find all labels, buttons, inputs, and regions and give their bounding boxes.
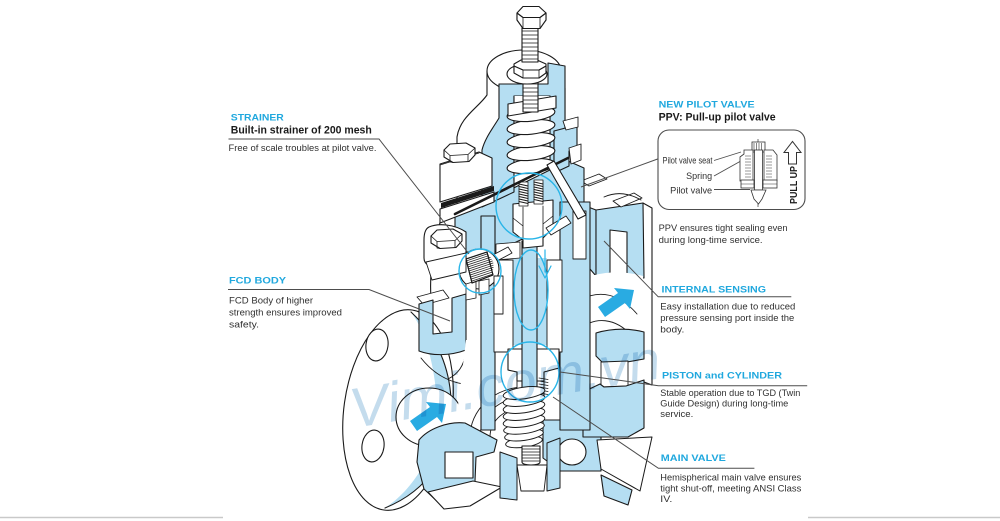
svg-text:pressure sensing port inside t: pressure sensing port inside the (660, 313, 794, 324)
svg-text:Pilot valve: Pilot valve (670, 186, 712, 196)
svg-text:FCD Body of higher: FCD Body of higher (229, 296, 314, 307)
svg-text:STRAINER: STRAINER (231, 113, 284, 124)
svg-text:PULL UP: PULL UP (789, 166, 800, 204)
svg-text:strength ensures improved: strength ensures improved (229, 308, 342, 319)
svg-text:IV.: IV. (660, 494, 672, 505)
svg-text:Spring: Spring (686, 171, 712, 181)
svg-text:service.: service. (660, 409, 693, 420)
svg-text:Built-in strainer of 200 mesh: Built-in strainer of 200 mesh (231, 125, 372, 137)
svg-text:INTERNAL SENSING: INTERNAL SENSING (662, 285, 767, 296)
svg-text:Pilot valve seat: Pilot valve seat (663, 156, 713, 166)
svg-text:Stable operation due to TGD (T: Stable operation due to TGD (Twin (660, 388, 800, 399)
svg-text:Guide Design) during long-time: Guide Design) during long-time (660, 399, 788, 410)
svg-text:MAIN VALVE: MAIN VALVE (661, 453, 727, 464)
svg-text:Hemispherical main valve ensur: Hemispherical main valve ensures (660, 473, 801, 484)
svg-text:FCD BODY: FCD BODY (229, 276, 287, 287)
svg-text:tight shut-off, meeting ANSI C: tight shut-off, meeting ANSI Class (660, 484, 801, 495)
svg-text:NEW PILOT VALVE: NEW PILOT VALVE (659, 100, 756, 111)
svg-text:PISTON and CYLINDER: PISTON and CYLINDER (662, 371, 782, 382)
svg-text:PPV ensures tight sealing even: PPV ensures tight sealing even (659, 223, 788, 234)
svg-text:body.: body. (660, 325, 684, 336)
svg-text:Free of scale troubles at pilo: Free of scale troubles at pilot valve. (229, 143, 377, 154)
svg-text:PPV: Pull-up pilot valve: PPV: Pull-up pilot valve (659, 112, 776, 124)
svg-text:safety.: safety. (229, 320, 259, 331)
svg-text:Easy installation due to reduc: Easy installation due to reduced (660, 302, 795, 313)
svg-text:during long-time service.: during long-time service. (659, 235, 763, 246)
